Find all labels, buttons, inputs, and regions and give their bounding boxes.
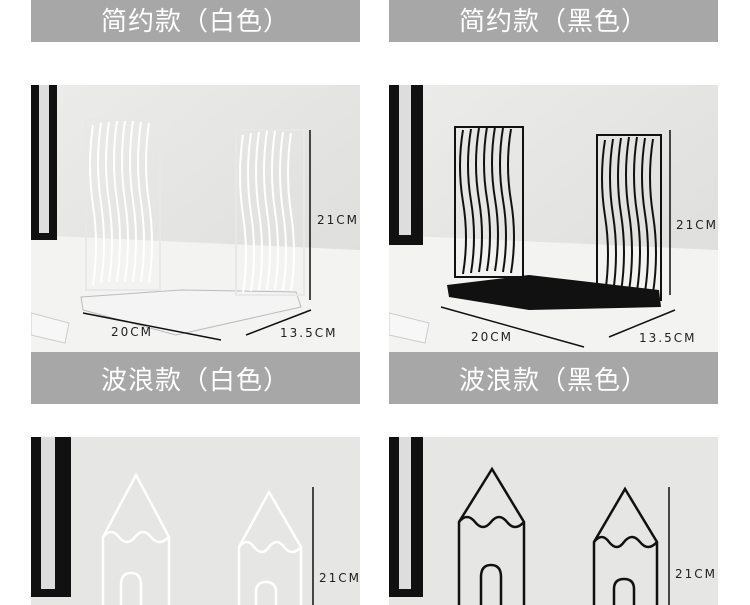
product-photo-pencil-black bbox=[389, 437, 718, 605]
banner-label: 波浪款（黑色） bbox=[458, 365, 648, 396]
banner-simple-black: 简约款（黑色） bbox=[389, 0, 718, 42]
dimension-height: 21CM bbox=[317, 213, 360, 227]
banner-label: 简约款（黑色） bbox=[458, 6, 648, 37]
dimension-width: 20CM bbox=[471, 330, 514, 344]
dimension-depth: 13.5CM bbox=[280, 326, 338, 340]
dimension-width: 20CM bbox=[111, 325, 154, 339]
product-pencil-black[interactable]: 21CM bbox=[389, 437, 718, 605]
dimension-height: 21CM bbox=[676, 218, 719, 232]
banner-label: 波浪款（白色） bbox=[100, 365, 290, 396]
product-wave-black[interactable]: 21CM 20CM 13.5CM 波浪款（黑色） bbox=[389, 85, 718, 404]
banner-simple-white: 简约款（白色） bbox=[31, 0, 360, 42]
product-wave-white[interactable]: 21CM 20CM 13.5CM 波浪款（白色） bbox=[31, 85, 360, 404]
banner-label: 简约款（白色） bbox=[100, 6, 290, 37]
product-photo-wave-black bbox=[389, 85, 718, 352]
dimension-height: 21CM bbox=[675, 567, 718, 581]
banner-wave-black: 波浪款（黑色） bbox=[389, 352, 718, 404]
dimension-height: 21CM bbox=[319, 571, 362, 585]
product-pencil-white[interactable]: 21CM bbox=[31, 437, 360, 605]
banner-wave-white: 波浪款（白色） bbox=[31, 352, 360, 404]
product-photo-pencil-white bbox=[31, 437, 360, 605]
dimension-depth: 13.5CM bbox=[639, 331, 697, 345]
product-photo-wave-white bbox=[31, 85, 360, 352]
